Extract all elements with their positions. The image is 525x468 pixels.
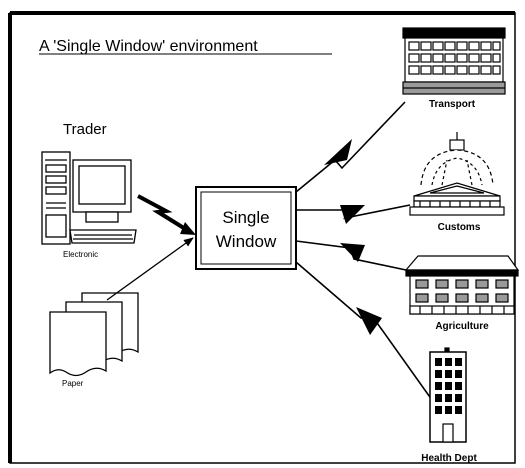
paper-arrow [106,237,194,301]
agriculture-label: Agriculture [435,321,489,332]
transport-label: Transport [429,99,476,110]
paper-label: Paper [62,379,84,388]
transport-building-icon [402,27,506,95]
customs-link [296,204,411,224]
center-label-line2: Window [216,232,277,251]
center-label-line1: Single [222,208,269,227]
electronic-label: Electronic [63,250,98,259]
health-label: Health Dept [421,453,477,464]
computer-icon [41,151,137,245]
customs-label: Customs [438,222,481,233]
diagram-title: A 'Single Window' environment [39,38,258,55]
trader-label: Trader [63,121,107,138]
customs-building-icon [409,132,505,216]
electronic-link [137,194,196,235]
health-building-icon [429,347,467,443]
single-window-box: Single Window [195,186,297,270]
health-link [295,261,433,401]
agriculture-building-icon [404,255,520,315]
agriculture-link [295,240,407,271]
transport-link [295,101,406,193]
paper-stack-icon [49,292,139,377]
